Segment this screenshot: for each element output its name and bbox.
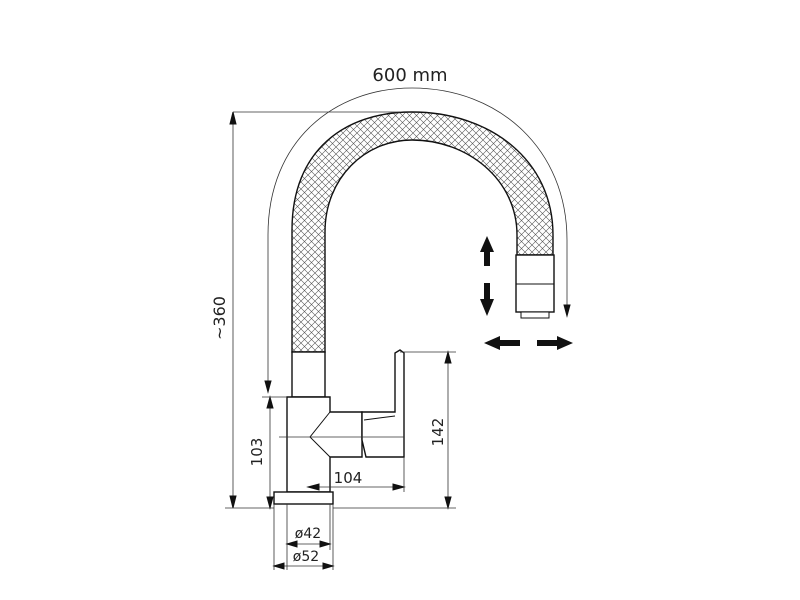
flexible-hose [291, 111, 554, 353]
arrow-down-icon [480, 283, 494, 316]
height-dimension [225, 111, 274, 509]
spout-tube [291, 351, 326, 398]
lever-handle [361, 349, 405, 458]
reach-label: 600 mm [372, 65, 447, 86]
diameter-dimensions [272, 504, 335, 570]
spray-head [515, 254, 555, 319]
diameter-base-label: ø52 [293, 549, 319, 565]
lever-height-dimension [333, 350, 456, 510]
body-height-dimension [262, 395, 287, 510]
lever-length-label: 104 [334, 469, 363, 487]
diameter-inner-label: ø42 [295, 526, 321, 542]
reach-dimension [233, 87, 571, 394]
arrow-left-icon [484, 336, 520, 350]
height-label: ~360 [210, 296, 229, 340]
faucet-body [273, 396, 363, 505]
arrow-up-icon [480, 236, 494, 266]
lever-length-dimension [279, 436, 406, 492]
arrow-right-icon [537, 336, 573, 350]
lever-height-label: 142 [429, 418, 447, 447]
body-height-label: 103 [248, 438, 266, 467]
